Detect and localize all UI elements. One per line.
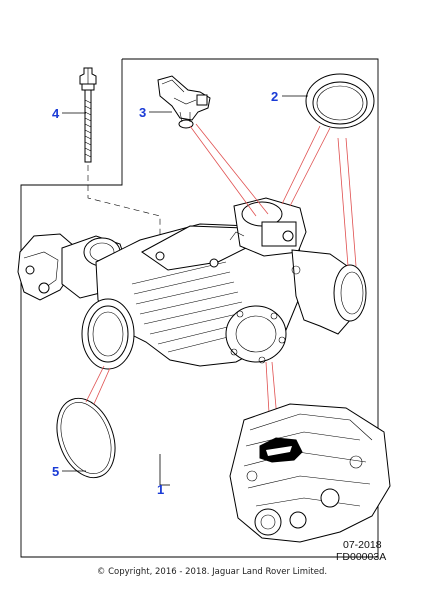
bolt-install-line <box>87 165 161 236</box>
engine-locator-view <box>229 403 391 543</box>
copyright-notice: © Copyright, 2016 - 2018. Jaguar Land Ro… <box>96 567 328 577</box>
bolt-part[interactable] <box>79 67 97 163</box>
callout-1[interactable]: 1 <box>157 482 164 497</box>
callout-4[interactable]: 4 <box>52 106 60 121</box>
seal-ring-part[interactable] <box>305 73 375 129</box>
callout-leaders <box>62 95 308 486</box>
o-ring-part[interactable] <box>47 390 126 486</box>
figure-code: FD00003A <box>336 551 386 563</box>
assembly-frame <box>20 58 379 558</box>
callout-5[interactable]: 5 <box>52 464 59 479</box>
callout-2[interactable]: 2 <box>271 89 278 104</box>
sensor-part[interactable] <box>157 75 211 129</box>
callout-3[interactable]: 3 <box>139 105 146 120</box>
date-code: 07-2018 <box>343 539 382 551</box>
intake-assembly[interactable] <box>17 197 367 370</box>
